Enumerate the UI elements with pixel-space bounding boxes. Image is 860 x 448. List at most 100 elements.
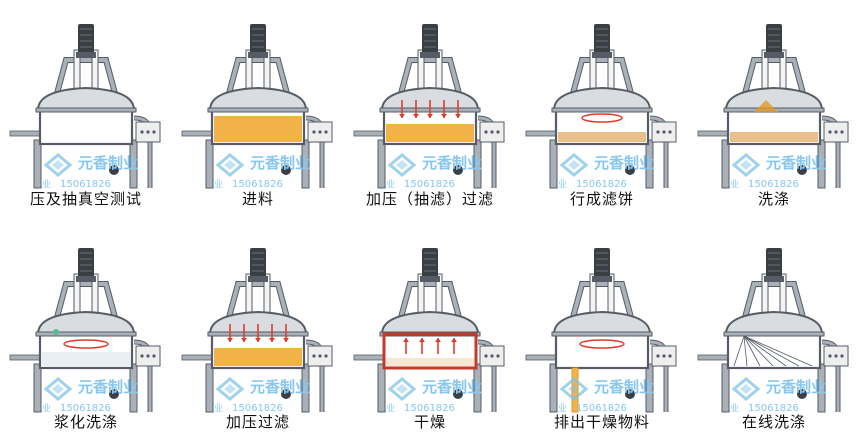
watermark-logo-icon [559,153,589,177]
watermark-logo-icon [215,153,245,177]
watermark-prefix: 业 [214,179,223,190]
support-leg [377,363,386,413]
watermark [43,153,73,177]
watermark [731,153,761,177]
watermark [559,377,589,401]
support-leg [129,363,138,413]
watermark-brand: 元香制业 [422,154,482,172]
support-leg [721,139,730,189]
spray-line [743,335,813,367]
support-leg [549,139,558,189]
heat-arrow [451,338,457,354]
support-leg [473,139,482,189]
reslurry-liquid [42,352,130,366]
support-leg [33,139,42,189]
watermark-brand: 元香制业 [594,154,654,172]
rotation-arrow [579,339,625,349]
watermark [387,153,417,177]
watermark-brand: 元香制业 [422,378,482,396]
watermark-phone: 15061826 [576,179,627,190]
heat-arrow [419,338,425,354]
support-leg [645,363,654,413]
valve-wheel [109,165,119,175]
watermark-logo-icon [43,377,73,401]
filter-cake [730,132,818,142]
wash-spray [754,100,778,112]
pressure-arrow [241,324,247,342]
watermark-phone: 15061826 [232,403,283,414]
watermark [387,377,417,401]
support-leg [33,363,42,413]
step-label: 浆化洗涤 [53,413,118,431]
watermark [731,377,761,401]
watermark-prefix: 业 [558,403,567,414]
pressure-arrow [227,324,233,342]
valve-wheel [797,389,807,399]
watermark-brand: 元香制业 [766,378,826,396]
support-leg [205,139,214,189]
spray-line [743,335,800,367]
pressure-arrow [427,100,433,118]
watermark [559,153,589,177]
watermark-brand: 元香制业 [250,378,310,396]
slurry [386,124,474,142]
watermark-prefix: 业 [730,403,739,414]
spray-line [743,335,748,367]
spray-nozzle [53,329,59,335]
heat-arrow [403,338,409,354]
support-leg [549,363,558,413]
watermark-logo-icon [43,153,73,177]
valve-wheel [797,165,807,175]
support-leg [129,139,138,189]
watermark-brand: 元香制业 [78,154,138,172]
support-leg [205,363,214,413]
support-leg [721,363,730,413]
vessel-body [554,332,650,370]
pressure-arrow [255,324,261,342]
valve-wheel [281,165,291,175]
valve-wheel [453,165,463,175]
step-label: 洗涤 [757,190,790,208]
spray-line [743,335,787,367]
watermark-logo-icon [387,377,417,401]
watermark-prefix: 业 [386,403,395,414]
vessel-lid [208,86,308,111]
support-leg [645,139,654,189]
slurry [214,116,302,142]
support-leg [817,363,826,413]
filter-cake [386,358,474,366]
pressure-arrow [413,100,419,118]
rotation-arrow [63,339,109,349]
vessel-lid [552,310,652,335]
vessel-body [38,108,134,146]
vessel-lid [208,310,308,335]
support-leg [377,139,386,189]
valve-wheel [281,389,291,399]
heated-jacket [382,332,478,370]
valve-wheel [453,389,463,399]
discharge-chute [571,367,579,413]
rotation-arrow [581,113,623,123]
pressure-arrow [455,100,461,118]
watermark-prefix: 业 [42,403,51,414]
vessel-body [726,332,822,370]
watermark-logo-icon [387,153,417,177]
watermark-prefix: 业 [558,179,567,190]
pressure-arrow [441,100,447,118]
step-label: 行成滤饼 [569,190,634,208]
watermark-logo-icon [731,377,761,401]
